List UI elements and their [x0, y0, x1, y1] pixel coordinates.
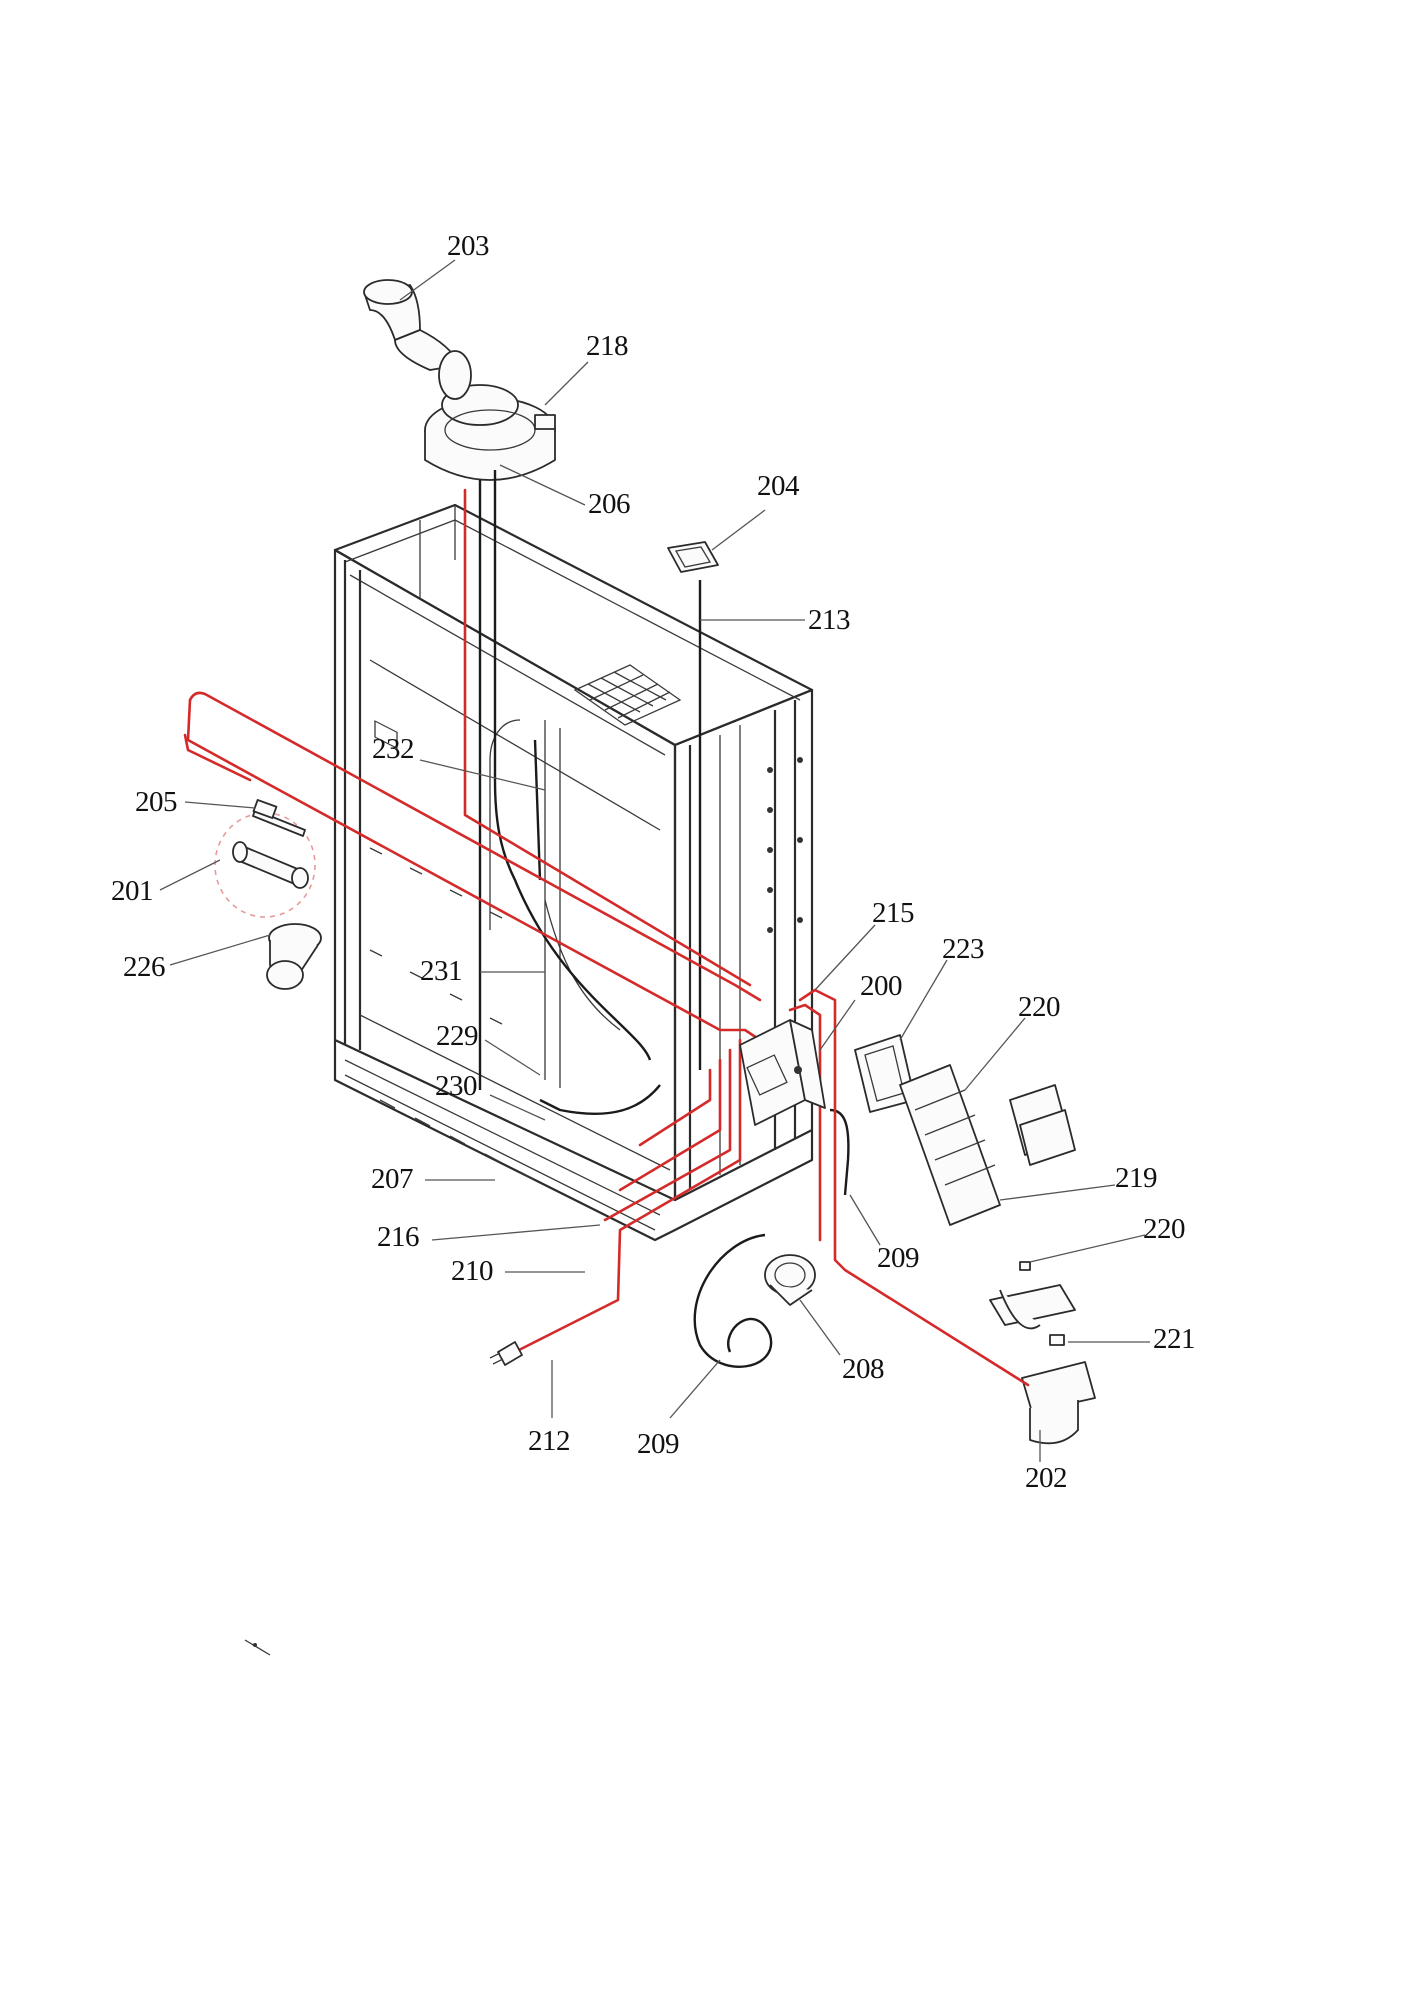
label-231: 231 [420, 955, 463, 987]
pressure-tube [829, 1108, 850, 1196]
label-219: 219 [1115, 1162, 1158, 1194]
label-206: 206 [588, 488, 631, 520]
label-210: 210 [451, 1255, 494, 1287]
label-229: 229 [436, 1020, 479, 1052]
label-200: 200 [860, 970, 903, 1002]
power-plug [489, 1341, 523, 1366]
label-207: 207 [371, 1163, 414, 1195]
label-215: 215 [872, 897, 915, 929]
fan-assembly [424, 384, 556, 481]
label-203: 203 [447, 230, 490, 262]
flue-elbow [363, 279, 472, 400]
label-218: 218 [586, 330, 629, 362]
pressure-switch [764, 1254, 816, 1306]
label-209b: 209 [637, 1428, 680, 1460]
label-232: 232 [372, 733, 415, 765]
label-223: 223 [942, 933, 985, 965]
control-display [667, 541, 719, 573]
leader-lines [159, 259, 1150, 1462]
label-220a: 220 [1018, 991, 1061, 1023]
label-226: 226 [123, 951, 166, 983]
loose-parts-left [214, 799, 322, 990]
label-204: 204 [757, 470, 800, 502]
loose-parts-right [854, 1034, 1096, 1445]
control-box [739, 1019, 826, 1126]
red-wiring [183, 488, 1030, 1387]
dark-wiring [478, 470, 702, 1116]
label-202: 202 [1025, 1462, 1068, 1494]
label-216: 216 [377, 1221, 420, 1253]
label-209a: 209 [877, 1242, 920, 1274]
label-221: 221 [1153, 1323, 1196, 1355]
label-212: 212 [528, 1425, 571, 1457]
label-205: 205 [135, 786, 178, 818]
label-220b: 220 [1143, 1213, 1186, 1245]
silicone-tube [693, 1233, 773, 1368]
stray-screw [244, 1639, 271, 1656]
label-213: 213 [808, 604, 851, 636]
label-208: 208 [842, 1353, 885, 1385]
label-230: 230 [435, 1070, 478, 1102]
label-201: 201 [111, 875, 154, 907]
